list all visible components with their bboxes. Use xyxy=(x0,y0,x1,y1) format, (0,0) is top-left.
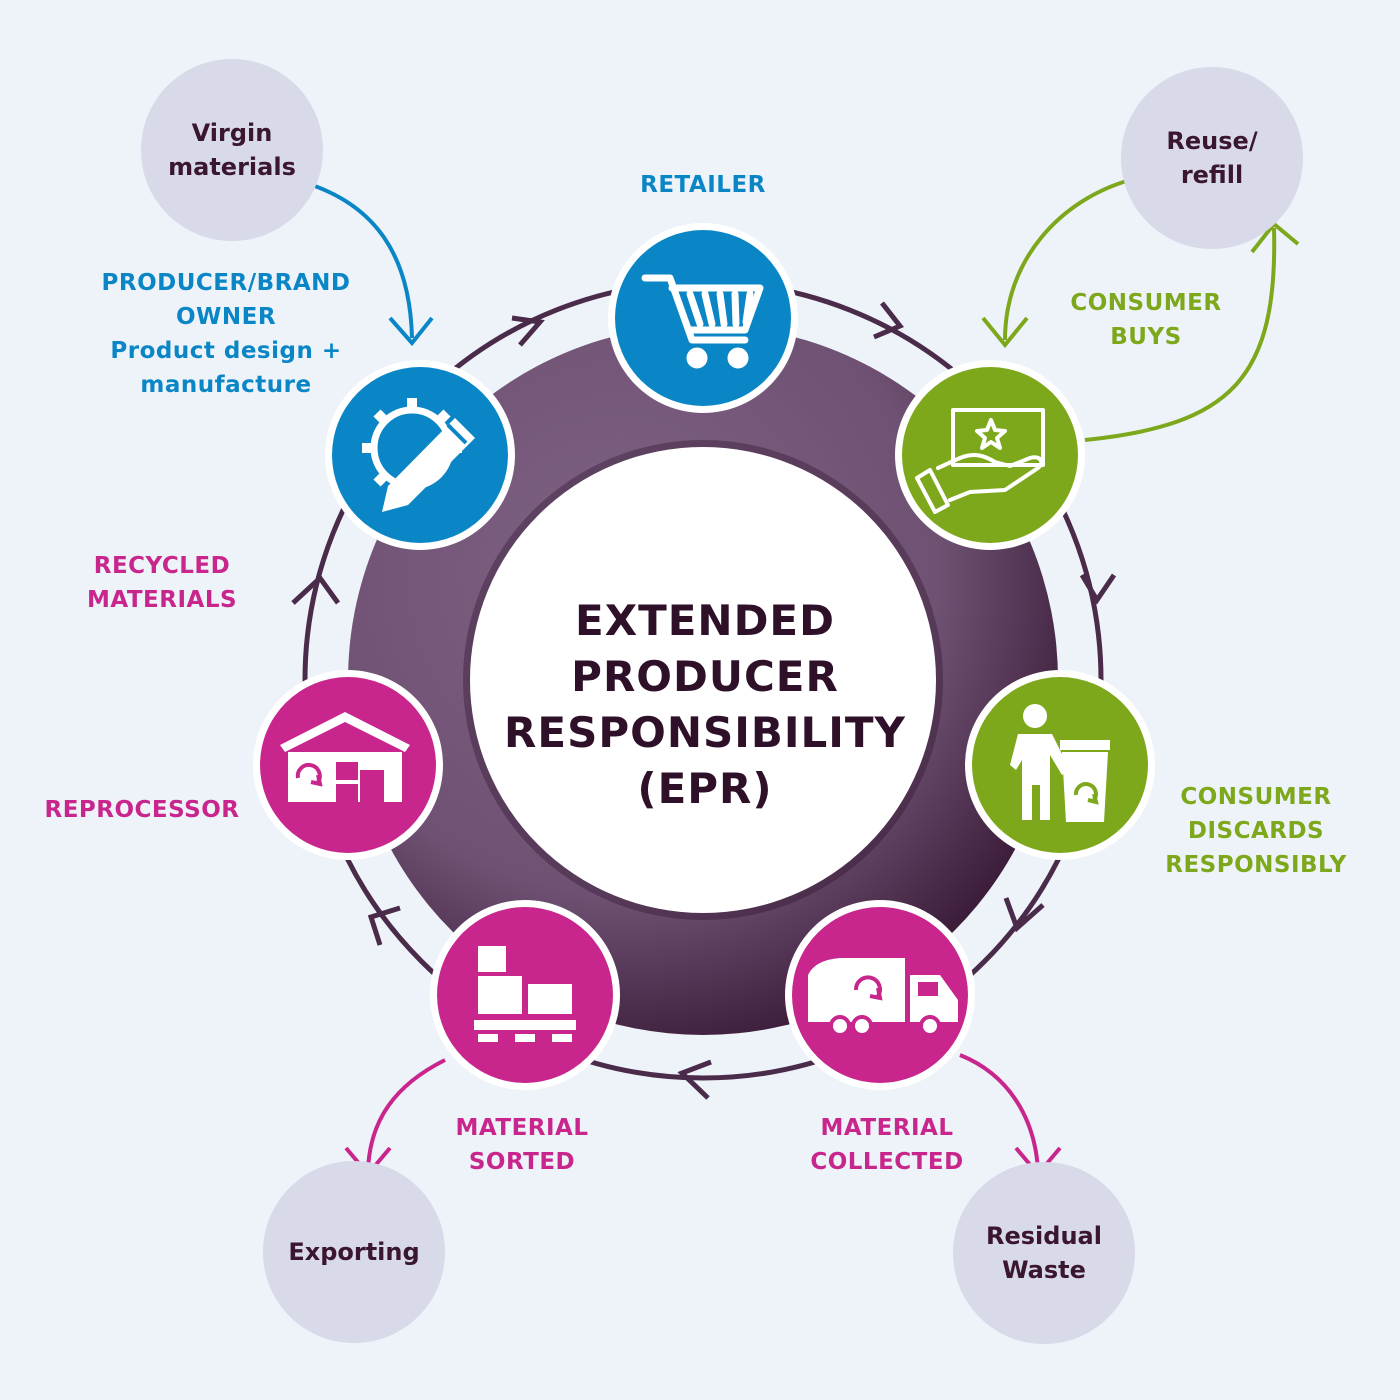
material-collected-label-line-1: MATERIAL xyxy=(820,1115,954,1141)
virgin-materials-line-2: materials xyxy=(168,153,296,181)
reprocessor-stage xyxy=(253,670,443,860)
producer-label-line-4: manufacture xyxy=(140,372,312,398)
reprocessor-label: REPROCESSOR xyxy=(32,793,252,827)
boxes-on-pallet-icon xyxy=(474,946,576,1042)
cycle-arrowhead-5 xyxy=(677,1059,712,1100)
recycled-materials-label: RECYCLED MATERIALS xyxy=(62,549,262,617)
virgin-to-producer-arrowhead xyxy=(388,316,434,347)
retailer-stage xyxy=(608,223,798,413)
recycle-symbol-icon xyxy=(1073,782,1099,805)
reuse-refill-line-2: refill xyxy=(1180,161,1244,189)
material-collected-stage xyxy=(785,900,975,1090)
consumer-to-reuse-arrow xyxy=(1084,227,1277,442)
consumer-buys-label-line-1: CONSUMER xyxy=(1070,290,1222,316)
residual-waste-text: Residual Waste xyxy=(953,1162,1135,1344)
material-collected-label-line-2: COLLECTED xyxy=(810,1149,964,1175)
producer-label-line-3: Product design + xyxy=(110,338,342,364)
reuse-to-consumer-arrow xyxy=(1003,178,1131,341)
virgin-to-producer-arrow xyxy=(305,181,414,339)
consumer-discards-label: CONSUMER DISCARDS RESPONSIBLY xyxy=(1156,780,1356,882)
exporting-text: Exporting xyxy=(263,1161,445,1343)
sorted-to-exporting-arrow xyxy=(366,1058,446,1171)
hand-receiving-box-icon xyxy=(915,408,1045,514)
epr-center-circle xyxy=(470,447,936,913)
consumer-discards-label-line-2: DISCARDS xyxy=(1187,818,1325,844)
consumer-discards-label-line-1: CONSUMER xyxy=(1180,784,1332,810)
epr-title-line-3: RESPONSIBILITY xyxy=(504,708,906,757)
retailer-label-line: RETAILER xyxy=(640,172,766,198)
recycled-materials-label-line-2: MATERIALS xyxy=(86,587,238,613)
epr-title-line-2: PRODUCER xyxy=(571,652,839,701)
producer-label-line-1: PRODUCER/BRAND xyxy=(101,270,351,296)
exporting-line-1: Exporting xyxy=(288,1238,420,1266)
consumer-discards-stage xyxy=(965,670,1155,860)
cycle-arrowhead-2 xyxy=(873,301,904,340)
epr-title-line-1: EXTENDED xyxy=(575,596,835,645)
material-sorted-label: MATERIAL SORTED xyxy=(422,1111,622,1179)
producer-label-line-2: OWNER xyxy=(175,304,277,330)
virgin-materials-line-1: Virgin xyxy=(191,119,273,147)
cycle-arrowhead-1 xyxy=(511,315,545,347)
material-sorted-label-line-1: MATERIAL xyxy=(455,1115,589,1141)
consumer-buys-stage xyxy=(895,360,1085,550)
shopping-cart-icon xyxy=(641,274,764,369)
reuse-to-consumer-arrowhead xyxy=(981,316,1029,349)
material-sorted-label-line-2: SORTED xyxy=(468,1149,576,1175)
epr-title: EXTENDED PRODUCER RESPONSIBILITY (EPR) xyxy=(470,470,940,940)
recycled-materials-label-line-1: RECYCLED xyxy=(93,553,231,579)
producer-label: PRODUCER/BRAND OWNER Product design + ma… xyxy=(96,266,356,402)
residual-waste-line-1: Residual xyxy=(986,1222,1102,1250)
material-collected-label: MATERIAL COLLECTED xyxy=(787,1111,987,1179)
consumer-buys-label-line-2: BUYS xyxy=(1110,324,1182,350)
cycle-arrowhead-6 xyxy=(367,905,401,946)
reuse-refill-line-1: Reuse/ xyxy=(1166,127,1258,155)
cycle-arrowhead-3 xyxy=(1079,573,1117,605)
reuse-refill-text: Reuse/ refill xyxy=(1121,67,1303,249)
producer-stage xyxy=(325,360,515,550)
cycle-arrowheads xyxy=(291,301,1117,1100)
cycle-arrowhead-7 xyxy=(291,574,341,605)
cycle-arrowhead-4 xyxy=(1003,897,1045,933)
person-recycling-bin-icon xyxy=(1010,704,1110,822)
collected-to-residual-arrow xyxy=(959,1053,1040,1171)
reprocessor-label-line: REPROCESSOR xyxy=(44,797,240,823)
retailer-label: RETAILER xyxy=(603,168,803,202)
virgin-materials-text: Virgin materials xyxy=(141,59,323,241)
epr-title-line-4: (EPR) xyxy=(637,764,773,813)
consumer-discards-label-line-3: RESPONSIBLY xyxy=(1165,852,1347,878)
consumer-buys-label: CONSUMER BUYS xyxy=(1046,286,1246,354)
residual-waste-line-2: Waste xyxy=(1002,1256,1086,1284)
material-sorted-stage xyxy=(430,900,620,1090)
